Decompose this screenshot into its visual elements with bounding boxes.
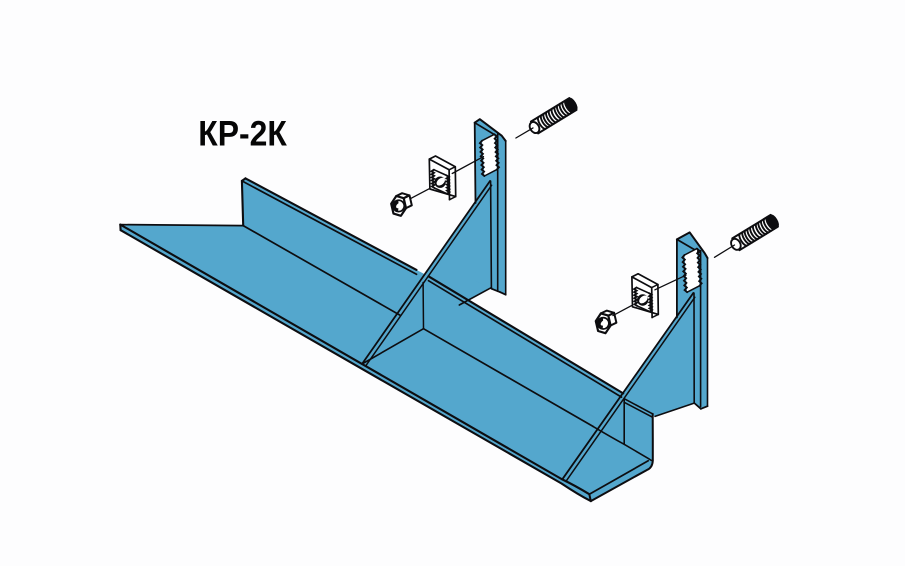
svg-text:КР-2К: КР-2К <box>198 114 287 153</box>
